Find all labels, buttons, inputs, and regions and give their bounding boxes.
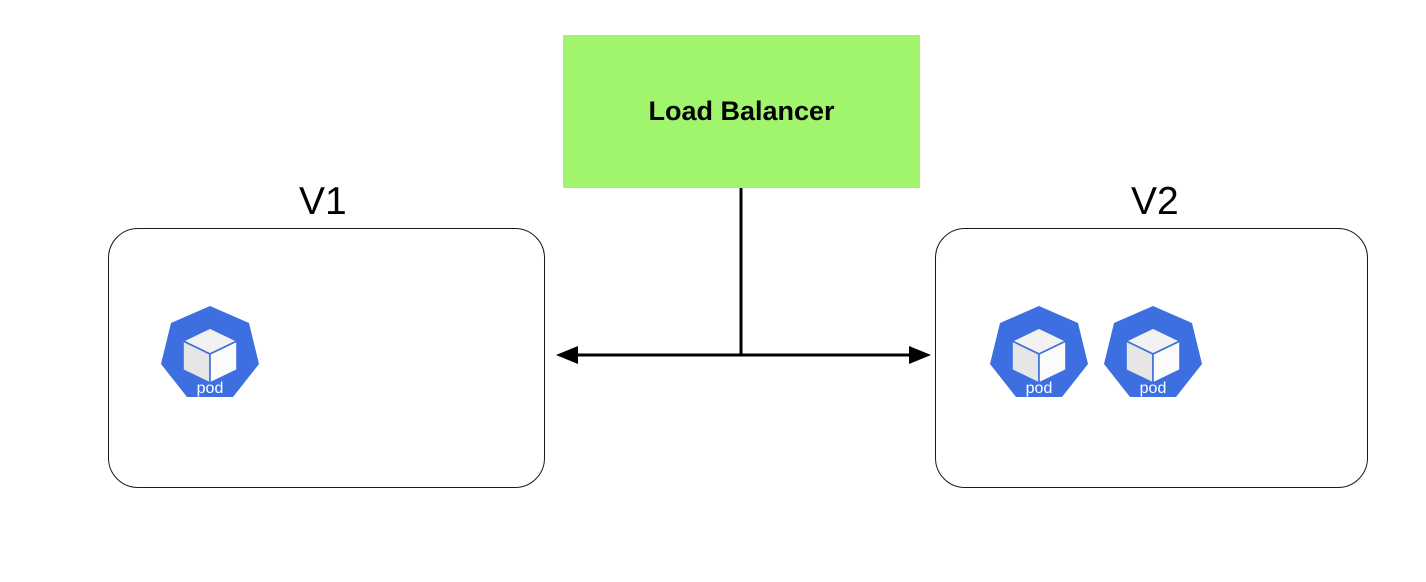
pod-cube-glyph	[181, 327, 239, 385]
pod-row-v1: pod	[155, 300, 265, 410]
arrow-left-icon	[556, 346, 578, 364]
load-balancer-box[interactable]: Load Balancer	[563, 35, 920, 188]
group-title-v2: V2	[1131, 180, 1179, 223]
load-balancer-label: Load Balancer	[648, 96, 835, 126]
group-title-v1: V1	[299, 180, 347, 223]
pod-cube-glyph	[1010, 327, 1068, 385]
pod-row-v2: pod pod	[984, 300, 1208, 410]
pod-cube-glyph	[1124, 327, 1182, 385]
kubernetes-pod-icon[interactable]: pod	[984, 300, 1094, 410]
arrow-right-icon	[909, 346, 931, 364]
kubernetes-pod-icon[interactable]: pod	[155, 300, 265, 410]
kubernetes-pod-icon[interactable]: pod	[1098, 300, 1208, 410]
